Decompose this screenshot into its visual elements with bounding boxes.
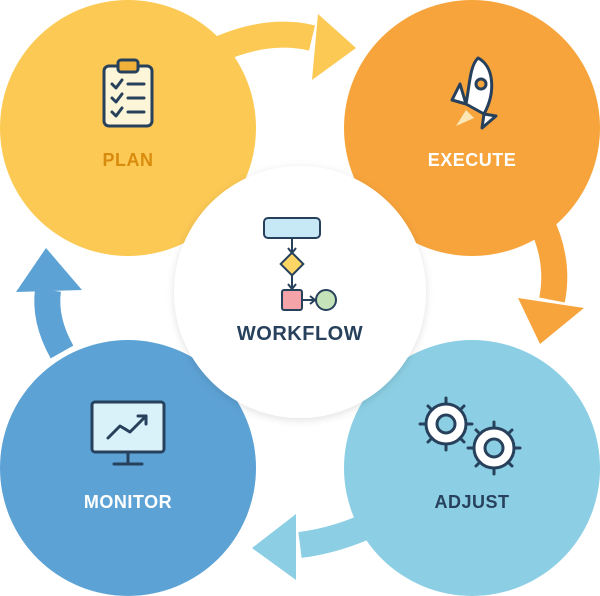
gears-icon (418, 396, 522, 476)
center-label: WORKFLOW (237, 323, 363, 345)
workflow-flowchart-icon (263, 217, 337, 311)
clipboard-checklist-icon (102, 58, 154, 128)
stage-label-adjust: ADJUST (434, 492, 509, 512)
stage-circle-plan (0, 0, 256, 256)
stage-circle-adjust (344, 340, 600, 596)
stage-label-plan: PLAN (103, 150, 154, 170)
stage-label-execute: EXECUTE (428, 150, 517, 170)
arrow-plan-to-execute (217, 14, 356, 80)
stage-circle-monitor (0, 340, 256, 596)
rocket-icon (450, 56, 498, 130)
stage-label-monitor: MONITOR (84, 492, 172, 512)
monitor-chart-icon (90, 400, 166, 466)
stage-circle-execute (344, 0, 600, 256)
arrow-monitor-to-plan (16, 248, 82, 359)
